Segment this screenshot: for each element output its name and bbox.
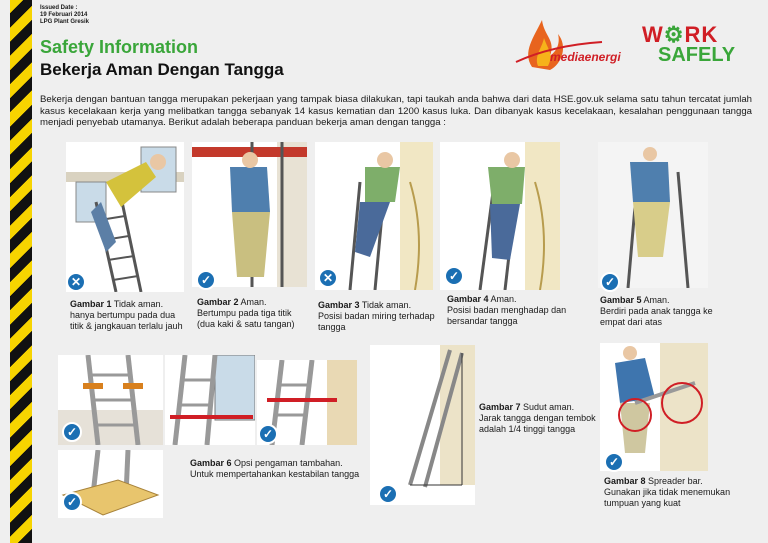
figure-6-status: Opsi pengaman tambahan.	[234, 458, 343, 468]
figure-6-text: Untuk mempertahankan kestabilan tangga	[190, 469, 360, 479]
cross-icon: ✕	[66, 272, 86, 292]
figure-3-status: Tidak aman.	[361, 300, 412, 310]
issued-info: Issued Date : 19 Februari 2014 LPG Plant…	[40, 5, 89, 26]
page-subtitle: Bekerja Aman Dengan Tangga	[40, 60, 284, 79]
figure-1-label: Gambar 1	[70, 299, 112, 309]
figure-1-caption: Gambar 1 Tidak aman. hanya bertumpu pada…	[70, 299, 185, 332]
check-icon: ✓	[62, 422, 82, 442]
figure-4-illustration	[440, 142, 560, 290]
figure-6-caption: Gambar 6 Opsi pengaman tambahan. Untuk m…	[190, 458, 375, 480]
figure-2-status: Aman.	[240, 297, 267, 307]
figure-7-text: Jarak tangga dengan tembok adalah 1/4 ti…	[479, 413, 596, 434]
figure-4-text: Posisi badan menghadap dan bersandar tan…	[447, 305, 567, 326]
figure-5-label: Gambar 5	[600, 295, 642, 305]
figure-5-caption: Gambar 5 Aman. Berdiri pada anak tangga …	[600, 295, 725, 328]
check-icon: ✓	[196, 270, 216, 290]
figure-2-illustration	[192, 142, 307, 287]
figure-5-status: Aman.	[643, 295, 670, 305]
work-text-w: W	[642, 22, 664, 47]
figure-8-caption: Gambar 8 Spreader bar. Gunakan jika tida…	[604, 476, 744, 509]
figure-3-caption: Gambar 3 Tidak aman. Posisi badan miring…	[318, 300, 438, 333]
figure-3-illustration	[315, 142, 433, 290]
figure-3-text: Posisi badan miring terhadap tangga	[318, 311, 435, 332]
check-icon: ✓	[600, 272, 620, 292]
figure-7-caption: Gambar 7 Sudut aman. Jarak tangga dengan…	[479, 402, 597, 435]
figure-7-label: Gambar 7	[479, 402, 521, 412]
figure-5-text: Berdiri pada anak tangga ke empat dari a…	[600, 306, 713, 327]
figure-6b-illustration	[165, 355, 255, 445]
check-icon: ✓	[444, 266, 464, 286]
figure-4-caption: Gambar 4 Aman. Posisi badan menghadap da…	[447, 294, 567, 327]
figure-8-status: Spreader bar.	[648, 476, 703, 486]
check-icon: ✓	[604, 452, 624, 472]
figure-4-status: Aman.	[490, 294, 517, 304]
figure-2-text: Bertumpu pada tiga titik (dua kaki & sat…	[197, 308, 295, 329]
figure-7-illustration	[370, 345, 475, 505]
cross-icon: ✕	[318, 268, 338, 288]
work-safely-logo: W⚙RK SAFELY	[640, 22, 750, 70]
figure-8-illustration	[600, 343, 708, 471]
figure-5-illustration	[598, 142, 708, 288]
figure-8-label: Gambar 8	[604, 476, 646, 486]
hazard-stripe	[10, 0, 32, 543]
gear-icon: ⚙	[663, 22, 685, 47]
check-icon: ✓	[258, 424, 278, 444]
figure-7-status: Sudut aman.	[523, 402, 575, 412]
figure-8-text: Gunakan jika tidak menemukan tumpuan yan…	[604, 487, 731, 508]
mediaenergi-logo: mediaenergi	[512, 12, 640, 74]
figure-1-text: hanya bertumpu pada dua titik & jangkaua…	[70, 310, 183, 331]
flame-icon	[515, 20, 603, 70]
figure-1-status: Tidak aman.	[113, 299, 164, 309]
intro-paragraph: Bekerja dengan bantuan tangga merupakan …	[40, 94, 752, 128]
figure-6-label: Gambar 6	[190, 458, 232, 468]
safely-text: SAFELY	[658, 44, 736, 66]
check-icon: ✓	[378, 484, 398, 504]
page-title: Safety Information	[40, 37, 199, 57]
figure-1-illustration	[66, 142, 184, 292]
figure-3-label: Gambar 3	[318, 300, 360, 310]
figure-2-caption: Gambar 2 Aman. Bertumpu pada tiga titik …	[197, 297, 309, 330]
issued-label: Issued Date :	[40, 5, 78, 11]
mediaenergi-text: mediaenergi	[550, 50, 621, 64]
work-text-rk: RK	[684, 22, 719, 47]
issued-date: 19 Februari 2014	[40, 12, 88, 18]
figure-2-label: Gambar 2	[197, 297, 239, 307]
check-icon: ✓	[62, 492, 82, 512]
issued-location: LPG Plant Gresik	[40, 19, 90, 25]
figure-4-label: Gambar 4	[447, 294, 489, 304]
